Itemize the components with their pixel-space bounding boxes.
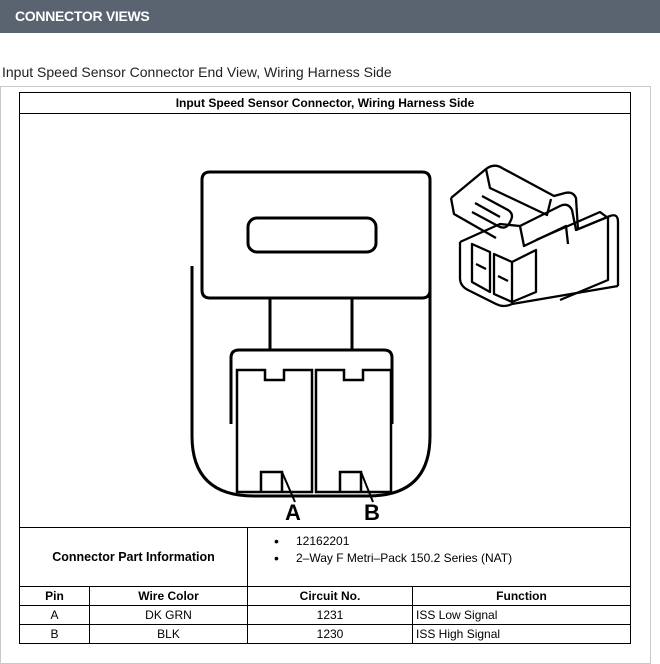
- pin-a-leader: [281, 471, 296, 503]
- connector-inner-frame: [229, 348, 394, 424]
- iso-front-right: [511, 248, 538, 304]
- connector-table: Input Speed Sensor Connector, Wiring Har…: [19, 92, 631, 644]
- connector-drawing: A B: [190, 164, 620, 525]
- part-info-list: 12162201 2–Way F Metri–Pack 150.2 Series…: [247, 527, 631, 587]
- iso-top-ridge: [484, 168, 553, 217]
- function-cell: ISS High Signal: [412, 624, 631, 644]
- table-header-row: Pin Wire Color Circuit No. Function: [19, 586, 631, 606]
- connector-housing: [190, 266, 432, 498]
- pin-cell: B: [19, 624, 90, 644]
- table-row: B BLK 1230 ISS High Signal: [19, 624, 631, 644]
- circuit-cell: 1231: [247, 605, 413, 625]
- part-info-label: Connector Part Information: [19, 527, 248, 587]
- iso-cavity-a: [470, 242, 492, 294]
- iso-side-panel: [535, 210, 610, 302]
- iso-side-right: [519, 203, 620, 286]
- column-header-pin: Pin: [19, 586, 90, 606]
- circuit-cell: 1230: [247, 624, 413, 644]
- part-series: 2–Way F Metri–Pack 150.2 Series (NAT): [274, 550, 630, 568]
- iso-front-body: [458, 242, 619, 308]
- iso-latch-slot: [474, 201, 501, 219]
- pin-cell: A: [19, 605, 90, 625]
- iso-front-top: [459, 222, 521, 244]
- table-row: A DK GRN 1231 ISS Low Signal: [19, 605, 631, 625]
- iso-cavity-terminals: [475, 262, 509, 283]
- connector-latch-slot: [246, 216, 378, 254]
- column-header-circuit: Circuit No.: [247, 586, 413, 606]
- cavity-b-terminal: [338, 470, 363, 492]
- cavity-a-terminal: [259, 470, 284, 492]
- connector-document: Input Speed Sensor Connector, Wiring Har…: [19, 92, 631, 648]
- iso-top-rear: [450, 164, 580, 231]
- wire-color-cell: BLK: [89, 624, 248, 644]
- iso-latch-tab: [471, 194, 514, 229]
- column-header-wire-color: Wire Color: [89, 586, 248, 606]
- column-header-function: Function: [412, 586, 631, 606]
- connector-diagram: A B: [19, 113, 631, 528]
- pin-b-label: B: [364, 500, 380, 525]
- wire-color-cell: DK GRN: [89, 605, 248, 625]
- section-header: CONNECTOR VIEWS: [0, 0, 660, 33]
- connector-latch-body: [200, 170, 432, 300]
- function-cell: ISS Low Signal: [412, 605, 631, 625]
- pin-b-leader: [360, 471, 374, 503]
- part-number: 12162201: [274, 533, 630, 551]
- cavity-a: [235, 368, 314, 494]
- figure-caption: Input Speed Sensor Connector End View, W…: [2, 64, 392, 80]
- pin-a-label: A: [285, 500, 301, 525]
- section-header-title: CONNECTOR VIEWS: [15, 8, 150, 24]
- cavity-b: [314, 368, 393, 494]
- connector-isometric-view: [449, 164, 620, 308]
- document-title: Input Speed Sensor Connector, Wiring Har…: [19, 92, 631, 114]
- iso-top-edge: [449, 197, 497, 239]
